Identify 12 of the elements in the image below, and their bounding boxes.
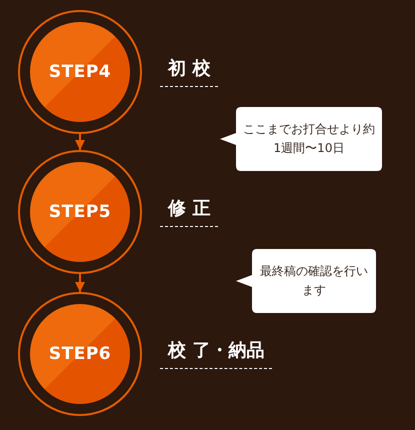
- step-title: 修 正: [160, 196, 218, 227]
- arrow: [75, 274, 85, 292]
- step-number: STEP6: [48, 344, 112, 364]
- note-text: 最終稿の確認を行います: [259, 262, 369, 299]
- step-number: STEP4: [48, 62, 112, 82]
- note-text: ここまでお打合せより約1週間〜10日: [242, 120, 376, 157]
- step-title: 初 校: [160, 56, 218, 87]
- step-number: STEP5: [48, 202, 112, 222]
- arrow: [75, 134, 85, 150]
- speech-bubble: [220, 107, 382, 171]
- step-title: 校 了・納品: [160, 338, 272, 369]
- speech-bubble: [236, 249, 376, 313]
